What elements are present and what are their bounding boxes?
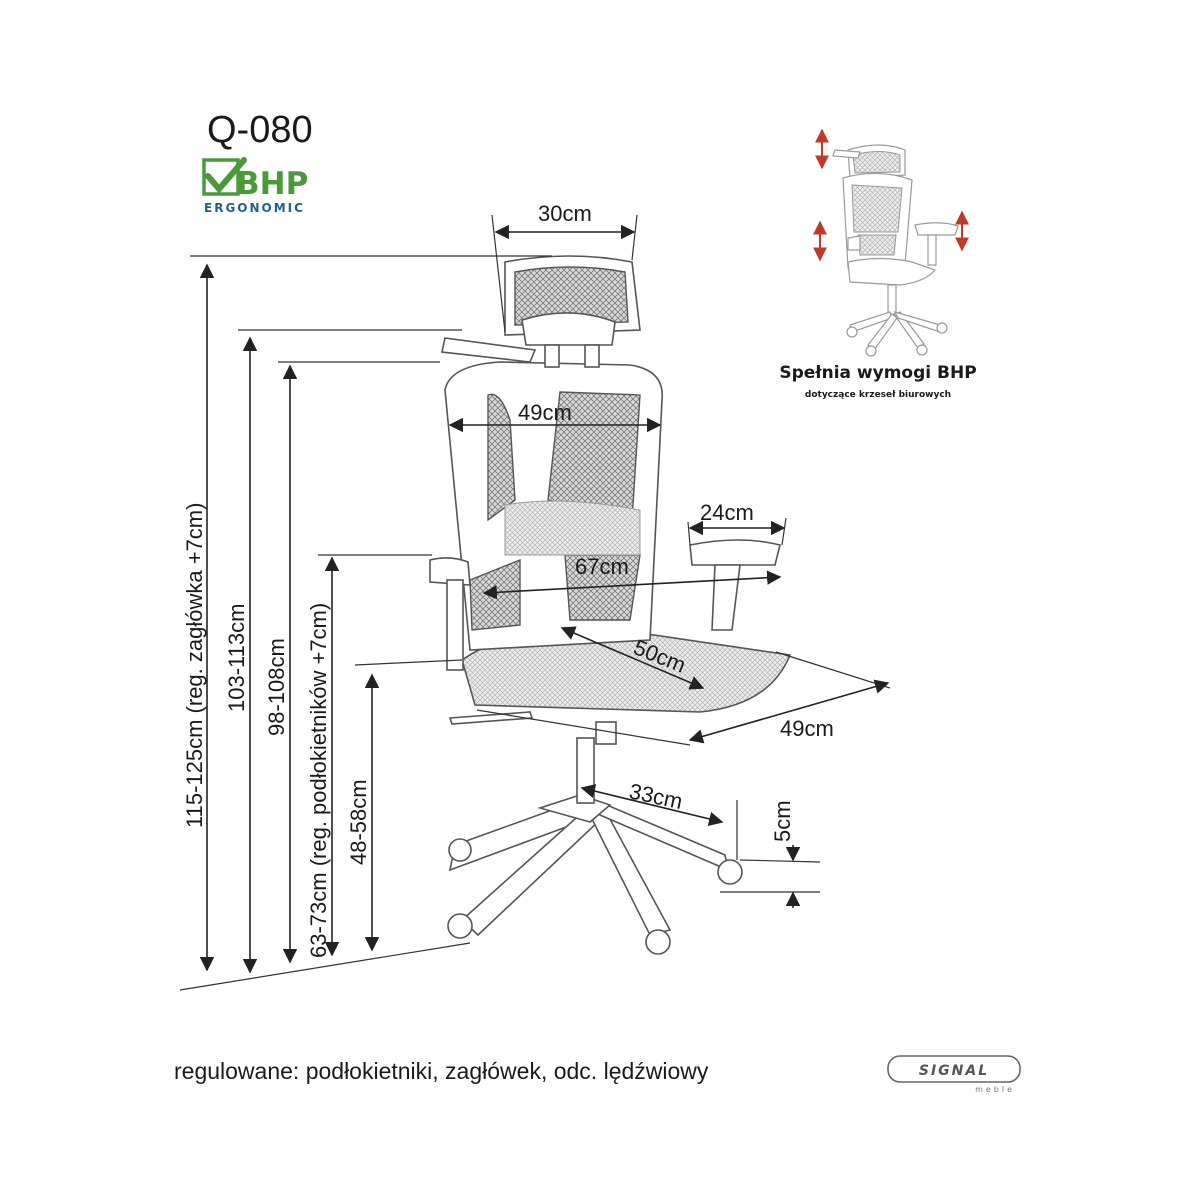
adjustment-inset	[813, 128, 969, 357]
badge-sub: ERGONOMIC	[204, 201, 305, 215]
seat-height-label: 48-58cm	[346, 779, 371, 865]
dimension-arrows	[199, 224, 890, 974]
armrest-span-label: 67cm	[575, 554, 629, 579]
castor-height-label: 5cm	[770, 800, 795, 842]
chair-illustration	[429, 255, 792, 955]
backrest-width-label: 49cm	[518, 400, 572, 425]
seat-width-label: 49cm	[780, 716, 834, 741]
total-height-label: 115-125cm (reg. zagłówka +7cm)	[182, 503, 207, 828]
armrest-length-label: 24cm	[700, 500, 754, 525]
bhp-badge: BHP ERGONOMIC	[202, 157, 308, 215]
backrest-height-label: 98-108cm	[264, 638, 289, 736]
brand-sub: meble	[975, 1085, 1015, 1094]
bhp-note-subtitle: dotyczące krzeseł biurowych	[805, 390, 951, 400]
headrest-bottom-height-label: 103-113cm	[224, 604, 249, 712]
headrest-width-label: 30cm	[538, 201, 592, 226]
armrest-height-label: 63-73cm (reg. podłokietników +7cm)	[306, 603, 331, 958]
bhp-note-title: Spełnia wymogi BHP	[779, 363, 976, 383]
check-icon	[202, 157, 247, 196]
adjustable-features-caption: regulowane: podłokietniki, zagłówek, odc…	[174, 1058, 709, 1084]
brand-name: SIGNAL	[919, 1063, 989, 1079]
signal-logo: SIGNAL meble	[887, 1055, 1021, 1094]
base-radius-label: 33cm	[627, 778, 685, 814]
badge-main: BHP	[236, 166, 308, 202]
model-title: Q-080	[207, 109, 313, 151]
